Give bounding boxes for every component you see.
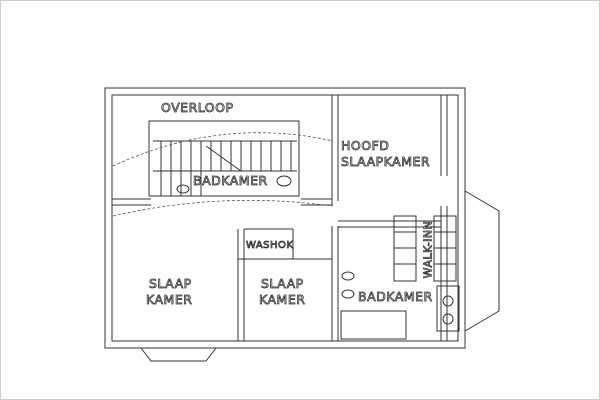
bay-windows [140,190,500,362]
interior-walls [112,95,448,341]
walk-in-closet [393,215,457,282]
ceiling-slope-line [112,132,334,217]
room-label-slaap-mid: SLAAP [261,276,304,292]
room-label-walk-in: WALK-INN [421,220,435,279]
room-label-kamer-left: KAMER [146,292,193,308]
room-label-overloop: OVERLOOP [161,100,234,116]
stairs [148,120,300,197]
room-label-slaap-left: SLAAP [149,276,192,292]
outer-walls [104,87,466,349]
room-label-badkamer-top: BADKAMER [193,173,268,189]
bathroom-fixtures [176,175,460,340]
room-label-hoofd: HOOFD [341,138,390,154]
room-label-slaapkamer: SLAAPKAMER [341,154,431,170]
room-label-kamer-mid: KAMER [259,292,306,308]
room-label-badkamer-right: BADKAMER [358,289,433,305]
room-label-washok: WASHOK [246,240,294,252]
